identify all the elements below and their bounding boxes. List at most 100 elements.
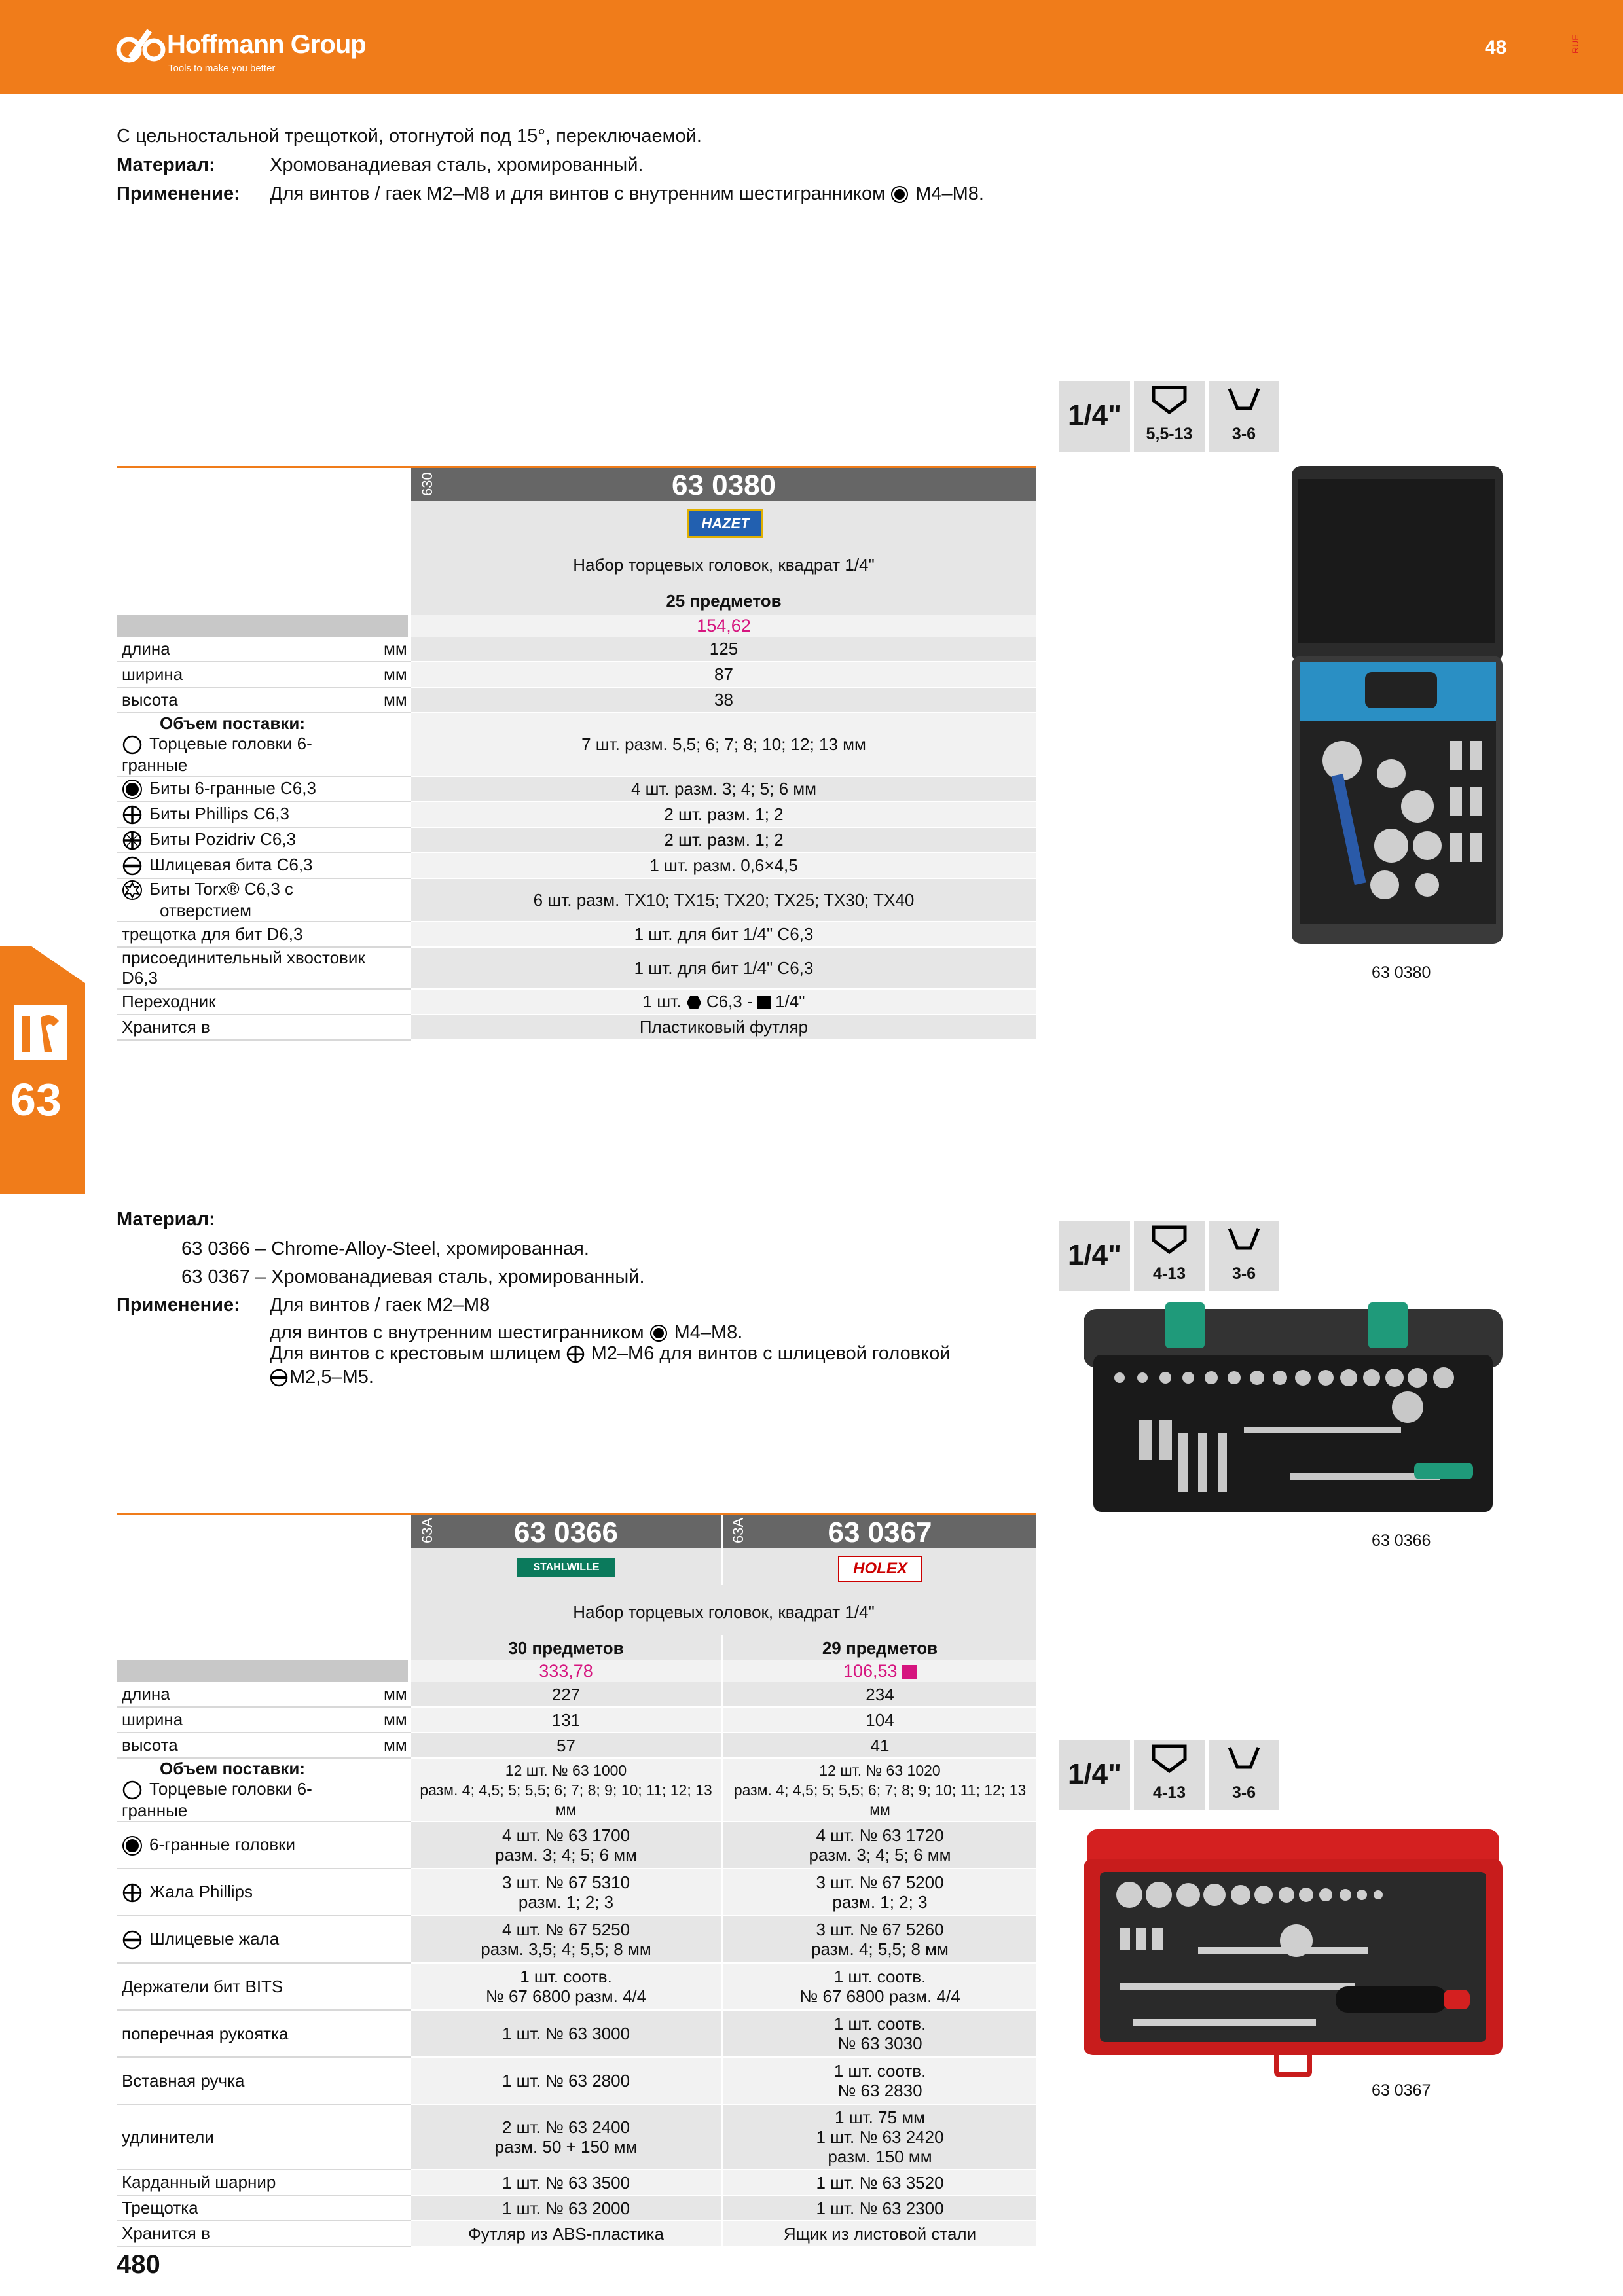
- table-row-value: 2 шт. разм. 1; 2: [664, 804, 784, 825]
- brand-name: Hoffmann Group: [167, 30, 367, 59]
- sec1-spec-icons: 1/4" 5,5-13 3-6: [1059, 381, 1279, 452]
- drive-size-badge: 1/4": [1059, 1740, 1130, 1810]
- socket-hex-icon: [1152, 1744, 1187, 1774]
- table-cell-line-2: разм. 4; 5,5; 8 мм: [811, 1939, 949, 1960]
- sec2-application-label: Применение:: [117, 1295, 240, 1316]
- table-row-group-label: Объем поставки:: [160, 713, 306, 733]
- table-cell-line-2: разм. 4; 4,5; 5; 5,5; 6; 7; 8; 9; 10; 11…: [733, 1781, 1027, 1818]
- table-cell-line-2: 4 шт. № 63 1720: [816, 1825, 944, 1846]
- product-photo-630367[interactable]: [1080, 1829, 1506, 2085]
- slot-icon: [122, 856, 142, 876]
- product-photo-630366[interactable]: [1080, 1302, 1506, 1518]
- table-cell-line-2: 41: [870, 1735, 890, 1755]
- sec1-article-number[interactable]: 63 0380: [671, 469, 776, 501]
- table-row-label: Биты Torx® C6,3 с отверстием: [149, 879, 294, 921]
- sec2-app-line-2-tail: M4–M8.: [674, 1322, 743, 1343]
- table-cell-line-2: № 63 3030: [837, 2034, 922, 2054]
- bit-range-badge: 3-6: [1209, 381, 1279, 452]
- table-row-label: трещотка для бит D6,3: [122, 924, 303, 944]
- table-cell-line-2: 3 шт. № 67 5260: [816, 1920, 944, 1940]
- table-row-unit: мм: [384, 1735, 407, 1755]
- socket-range: 4-13: [1152, 1784, 1186, 1802]
- hex-bit-icon: [122, 780, 142, 800]
- table-cell-line-2: разм. 150 мм: [828, 2147, 932, 2167]
- sec2-pieces-1: 30 предметов: [508, 1638, 624, 1658]
- table-row-value: 125: [709, 639, 739, 658]
- table-cell-line-1: № 67 6800 разм. 4/4: [485, 1986, 647, 2007]
- table-row-label: Шлицевая бита C6,3: [149, 855, 313, 875]
- table-row-value: 4 шт. разм. 3; 4; 5; 6 мм: [630, 779, 817, 799]
- table-row: Объем поставки:Торцевые головки 6-гранны…: [117, 1758, 1036, 1823]
- hex-key-range-icon: [1228, 1747, 1260, 1769]
- bit-range-badge: 3-6: [1209, 1740, 1279, 1810]
- table-row-unit: мм: [384, 664, 407, 684]
- hex-key-range-icon: [1228, 1228, 1260, 1250]
- sec2-article-bar-2: [723, 1515, 1036, 1548]
- table-row-label: ширина: [122, 664, 183, 684]
- table-row-value: 87: [714, 664, 733, 684]
- product-photo-630380[interactable]: [1286, 466, 1509, 949]
- sec1-table-rule: [117, 466, 1036, 468]
- drive-size-badge: 1/4": [1059, 1221, 1130, 1291]
- sec2-app-line-3-tail: M2–M6 для винтов с шлицевой головкой: [591, 1343, 951, 1364]
- sec2-spec-icons-2: 1/4" 4-13 3-6: [1059, 1740, 1279, 1810]
- square-drive-icon: [757, 996, 771, 1010]
- sec2-article-number-1[interactable]: 63 0366: [513, 1516, 619, 1549]
- table-cell-line-1: 227: [551, 1684, 581, 1704]
- table-cell-line-2: 234: [866, 1684, 894, 1704]
- sec2-app-line-2: для винтов с внутренним шестигранником M…: [270, 1322, 742, 1344]
- table-row-label: Биты Phillips C6,3: [149, 804, 289, 824]
- table-row-value: 1 шт. для бит 1/4" C6,3: [634, 958, 814, 978]
- table-row-label: Торцевые головки 6-гранные: [122, 734, 312, 776]
- hazet-logo: HAZET: [687, 509, 763, 538]
- bit-range-badge: 3-6: [1209, 1221, 1279, 1291]
- sec1-material-label: Материал:: [117, 154, 215, 175]
- bit-range: 3-6: [1231, 1784, 1256, 1802]
- table-cell-line-2: 1 шт. соотв.: [833, 1967, 926, 1987]
- sec2-article-number-2[interactable]: 63 0367: [828, 1516, 932, 1549]
- sec1-app-text: Для винтов / гаек M2–M8 и для винтов с в…: [270, 183, 886, 204]
- chapter-tab[interactable]: [0, 946, 85, 1194]
- table-row-label: Биты Pozidriv C6,3: [149, 829, 297, 850]
- table-cell-line-2: 1 шт. № 63 2300: [816, 2198, 944, 2218]
- bit-range: 3-6: [1231, 1265, 1256, 1283]
- sec1-intro: С цельностальной трещоткой, отогнутой по…: [117, 126, 702, 147]
- table-cell-line-1: 131: [551, 1710, 581, 1730]
- table-row-label: Переходник: [122, 992, 216, 1012]
- hex-socket-icon: [122, 1780, 142, 1800]
- table-cell-line-2: 3 шт. № 67 5200: [816, 1873, 944, 1893]
- adapter-to: 1/4": [775, 992, 805, 1012]
- table-row-label: Карданный шарнир: [122, 2172, 276, 2193]
- sec1-product-title: Набор торцевых головок, квадрат 1/4": [573, 555, 875, 575]
- hex-bit-icon: [649, 1325, 667, 1342]
- table-cell-line-1: разм. 50 + 150 мм: [494, 2137, 638, 2157]
- stahlwille-logo: STAHLWILLE: [517, 1558, 615, 1577]
- slot-icon: [122, 1930, 142, 1949]
- table-cell-line-1: разм. 3,5; 4; 5,5; 8 мм: [481, 1939, 651, 1960]
- sec2-head-block: [411, 1548, 1036, 1660]
- hex-socket-icon: [122, 735, 142, 755]
- page-number-bottom: 480: [117, 2250, 160, 2279]
- adapter-from: C6,3 -: [706, 992, 757, 1012]
- sec1-price-label-cell: [117, 615, 408, 637]
- sec2-price-label-cell: [117, 1660, 408, 1682]
- table-cell-line-1: 2 шт. № 63 2400: [501, 2117, 630, 2138]
- table-row-unit: мм: [384, 1684, 407, 1704]
- brand-tagline: Tools to make you better: [168, 63, 276, 74]
- socket-hex-icon: [1152, 1225, 1187, 1255]
- table-row-label: Трещотка: [122, 2198, 198, 2218]
- sec2-price-cell: [411, 1660, 1036, 1682]
- slot-icon: [270, 1369, 288, 1387]
